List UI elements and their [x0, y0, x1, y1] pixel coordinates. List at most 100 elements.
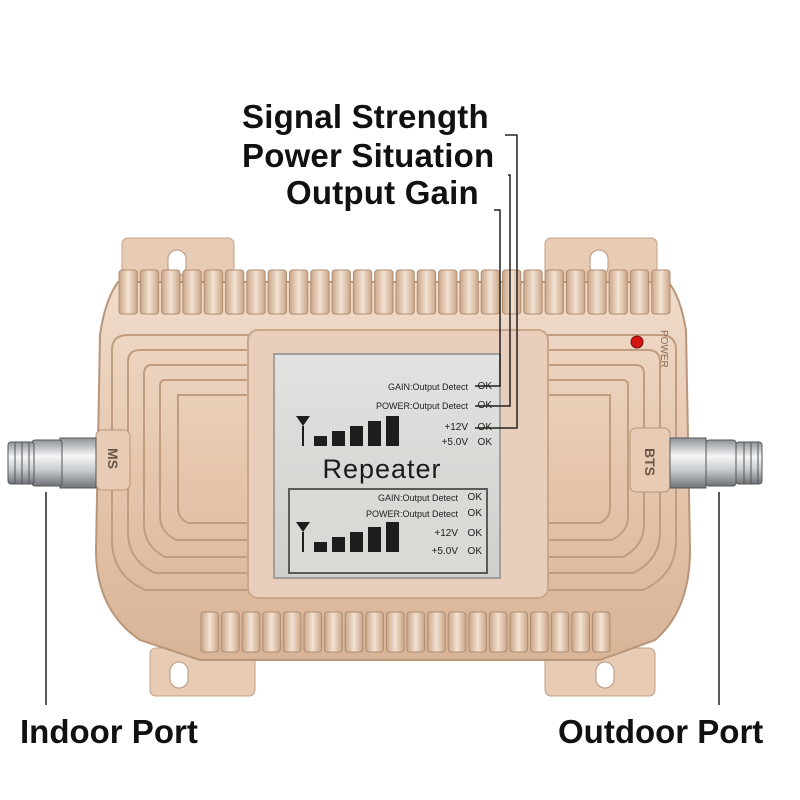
power-status: OK — [477, 400, 492, 411]
power-label: POWER:Output Detect — [375, 401, 468, 411]
brand-text: Repeater — [322, 454, 442, 484]
heat-fin — [374, 269, 394, 315]
indoor-connector: MS — [7, 429, 131, 491]
heat-fin — [344, 611, 364, 653]
heat-fin — [651, 269, 671, 315]
heat-fin — [523, 269, 543, 315]
outdoor-connector: BTS — [629, 427, 763, 493]
heat-fin — [502, 269, 522, 315]
heat-fin — [395, 269, 415, 315]
lcd-display: GAIN:Output Detect OK POWER:Output Detec… — [276, 356, 498, 576]
heat-fin — [241, 611, 261, 653]
bottom-heat-fins — [200, 611, 611, 653]
heat-fin — [447, 611, 467, 653]
power-led — [630, 335, 644, 349]
heat-fin — [267, 269, 287, 315]
callout-leader-lines — [475, 134, 518, 429]
signal-bar — [350, 532, 363, 552]
heat-fin — [550, 611, 570, 653]
v5-label: +5.0V — [441, 437, 468, 448]
heat-fin — [246, 269, 266, 315]
heat-fin — [416, 269, 437, 315]
antenna-icon — [296, 522, 310, 552]
heat-fin — [406, 611, 426, 653]
heat-fin — [480, 269, 501, 315]
connector-sleeve-left — [59, 437, 97, 489]
mount-slot — [169, 661, 189, 689]
lcd-panel-1: GAIN:Output Detect OK POWER:Output Detec… — [276, 381, 498, 474]
signal-bar — [332, 537, 345, 552]
heat-fin — [608, 269, 628, 315]
gain-status: OK — [467, 492, 482, 503]
v12-label: +12V — [434, 528, 458, 539]
heat-fin — [459, 269, 479, 315]
heat-fin — [203, 269, 224, 315]
leader-power-situation — [475, 174, 511, 407]
signal-strength-callout: Signal Strength — [242, 98, 489, 135]
outdoor-port-label: Outdoor Port — [558, 713, 764, 750]
connector-nut-right — [705, 439, 737, 487]
heat-fin — [571, 611, 590, 653]
heat-fin — [468, 611, 487, 653]
heat-fin — [438, 269, 458, 315]
connector-nut-left — [31, 439, 63, 487]
mount-slot — [595, 661, 615, 689]
v5-label: +5.0V — [431, 546, 458, 557]
signal-bar — [386, 522, 399, 552]
gain-status: OK — [477, 381, 492, 392]
power-situation-callout: Power Situation — [242, 137, 495, 174]
signal-bars-graphic — [296, 416, 399, 446]
heat-fin — [288, 269, 309, 315]
heat-fin — [565, 269, 586, 315]
heat-fin — [225, 269, 245, 315]
heat-fin — [118, 269, 138, 315]
signal-strength-bars — [294, 520, 414, 554]
bts-label: BTS — [642, 448, 658, 476]
heat-fin — [161, 269, 181, 315]
indoor-port-label: Indoor Port — [20, 713, 198, 750]
power-status: OK — [467, 508, 482, 519]
v12-status: OK — [477, 422, 492, 433]
heat-fin — [282, 611, 302, 653]
ms-label: MS — [105, 448, 121, 469]
connector-sleeve-right — [669, 437, 707, 489]
heat-fin — [200, 611, 220, 653]
heat-fin — [509, 611, 529, 653]
heat-fin — [365, 611, 384, 653]
signal-bar — [368, 527, 381, 552]
left-rim-pattern — [111, 334, 250, 591]
signal-bars-graphic — [296, 522, 399, 552]
heat-fin — [427, 611, 446, 653]
signal-bar — [368, 421, 381, 446]
leader-signal-strength — [475, 134, 518, 429]
signal-bar — [314, 542, 327, 552]
antenna-icon — [296, 416, 310, 446]
lcd-panel-2: GAIN:Output Detect OK POWER:Output Detec… — [288, 488, 488, 574]
connector-end-right — [735, 441, 763, 485]
heat-fin — [530, 611, 549, 653]
output-gain-callout: Output Gain — [286, 174, 479, 211]
top-heat-fins — [118, 269, 671, 315]
power-label: POWER:Output Detect — [365, 509, 458, 519]
leader-output-gain — [475, 209, 501, 387]
heat-fin — [310, 269, 330, 315]
heat-fin — [352, 269, 373, 315]
heat-fin — [139, 269, 160, 315]
signal-strength-bars — [294, 414, 414, 448]
power-led-label: POWER — [658, 330, 669, 368]
signal-bar — [314, 436, 327, 446]
heat-fin — [544, 269, 564, 315]
v5-status: OK — [467, 546, 482, 557]
heat-fin — [587, 269, 607, 315]
gain-label: GAIN:Output Detect — [387, 382, 468, 392]
v12-status: OK — [467, 528, 482, 539]
signal-bar — [332, 431, 345, 446]
heat-fin — [331, 269, 351, 315]
heat-fin — [221, 611, 240, 653]
heat-fin — [629, 269, 650, 315]
signal-bar — [350, 426, 363, 446]
heat-fin — [182, 269, 202, 315]
connector-end-left — [7, 441, 35, 485]
heat-fin — [488, 611, 508, 653]
